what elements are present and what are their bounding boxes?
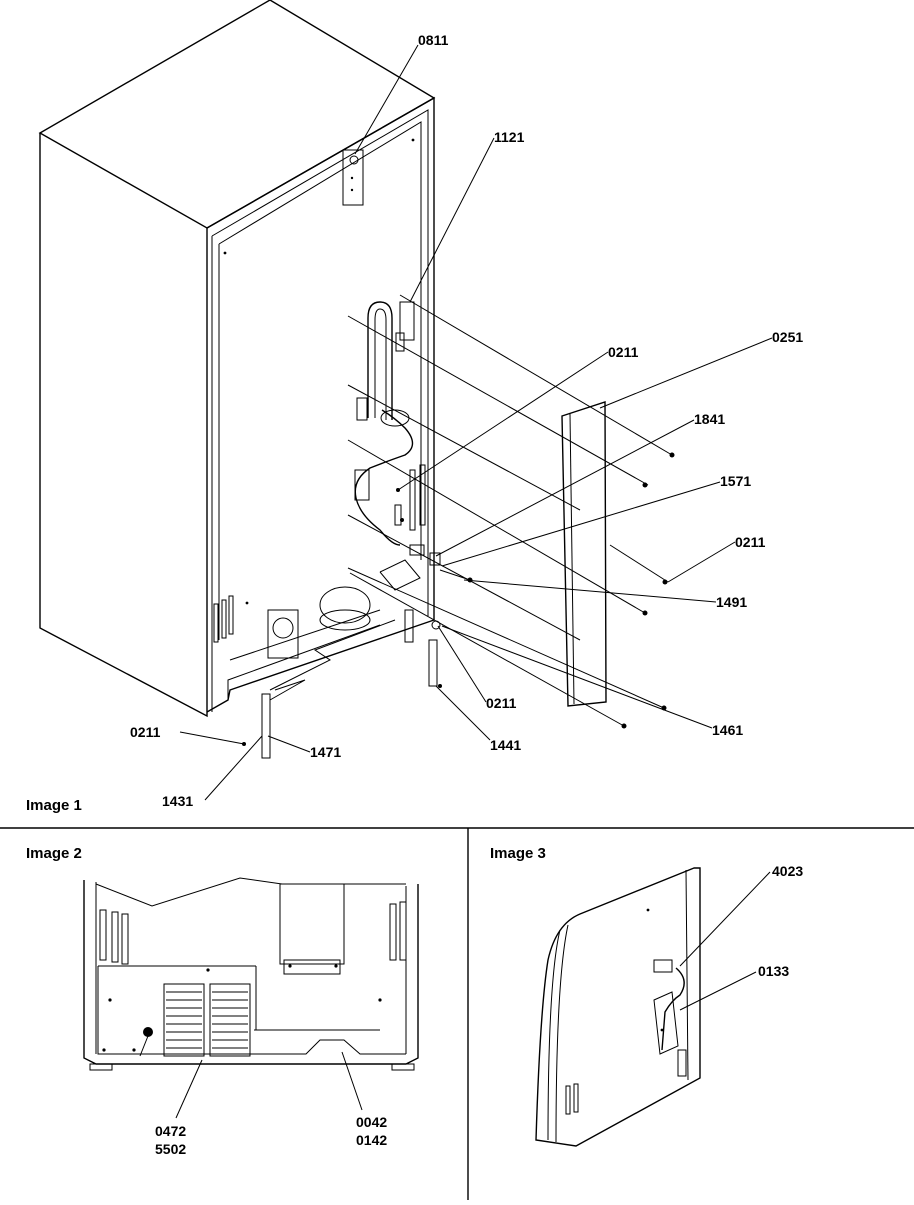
- callout-0251: 0251: [772, 329, 803, 345]
- image2-base-drawing: [83, 877, 419, 1071]
- image2-leader-lines: [175, 1051, 363, 1119]
- image1-cabinet-drawing: [38, 0, 675, 759]
- image1-callout-labels: 0811 1121 0211 0251 1841 1571 0211 1491 …: [130, 32, 803, 809]
- callout-0211-a: 0211: [608, 344, 639, 360]
- image3-callout-labels: 4023 0133: [758, 863, 803, 979]
- callout-0211-b: 0211: [735, 534, 766, 550]
- callout-1431: 1431: [162, 793, 193, 809]
- callout-1571: 1571: [720, 473, 751, 489]
- callout-1471: 1471: [310, 744, 341, 760]
- panel-label-image1: Image 1: [26, 797, 82, 814]
- image1-leader-lines: [179, 44, 773, 801]
- callout-0472: 0472: [155, 1123, 186, 1139]
- callout-0211-d: 0211: [130, 724, 161, 740]
- callout-1491: 1491: [716, 594, 747, 610]
- image3-side-drawing: [535, 867, 701, 1147]
- callout-0042: 0042: [356, 1114, 387, 1130]
- image2-callout-labels: 0472 5502 0042 0142: [155, 1114, 387, 1157]
- callout-0133: 0133: [758, 963, 789, 979]
- callout-1841: 1841: [694, 411, 725, 427]
- callout-5502: 5502: [155, 1141, 186, 1157]
- callout-1461: 1461: [712, 722, 743, 738]
- panel-label-image3: Image 3: [490, 845, 546, 862]
- callout-4023: 4023: [772, 863, 803, 879]
- callout-0211-c: 0211: [486, 695, 517, 711]
- callout-0142: 0142: [356, 1132, 387, 1148]
- callout-1121: 1121: [494, 129, 525, 145]
- panel-label-image2: Image 2: [26, 845, 82, 862]
- image3-leader-lines: [679, 871, 771, 1011]
- callout-1441: 1441: [490, 737, 521, 753]
- callout-0811: 0811: [418, 32, 449, 48]
